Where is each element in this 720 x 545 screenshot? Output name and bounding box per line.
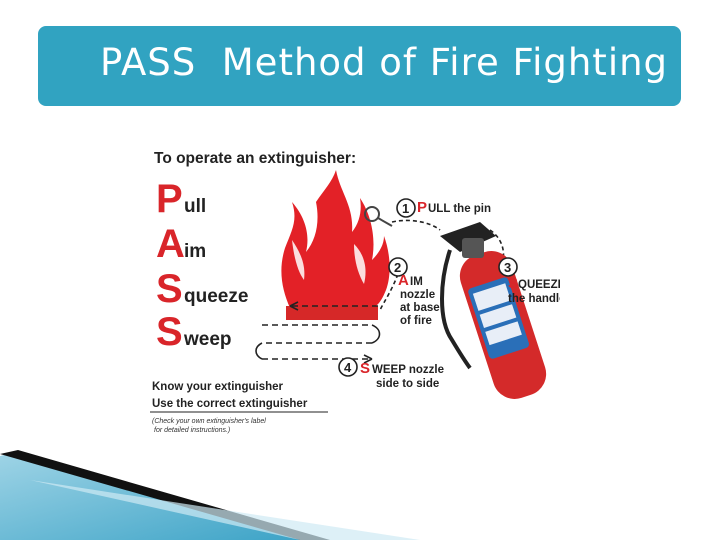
- callout-extra: nozzle: [400, 289, 435, 301]
- callout-letter: A: [398, 272, 409, 289]
- callout-number: 1: [402, 201, 409, 216]
- slide-title: PASS Method of Fire Fighting: [100, 41, 669, 84]
- callout-letter: P: [417, 199, 427, 216]
- step-sweep: S weep: [156, 310, 232, 354]
- pass-poster: To operate an extinguisher: P ull A im S…: [140, 140, 560, 440]
- step-rest: queeze: [184, 286, 248, 307]
- step-letter: S: [156, 267, 183, 311]
- step-squeeze: S queeze: [156, 267, 248, 311]
- callout-number: 3: [504, 260, 511, 275]
- corner-decoration: [0, 440, 720, 540]
- callout-aim: 2 A IM nozzle at base of fire: [388, 257, 440, 327]
- pass-poster-graphic: To operate an extinguisher: P ull A im S…: [150, 150, 560, 434]
- step-rest: im: [184, 241, 206, 262]
- callout-pull: 1 P ULL the pin: [396, 198, 491, 218]
- callout-text: IM: [410, 276, 423, 288]
- pin-ring-icon: [364, 206, 380, 222]
- step-letter: P: [156, 177, 183, 221]
- check-note: for detailed instructions.): [154, 427, 230, 434]
- title-bar: PASS Method of Fire Fighting: [38, 26, 681, 106]
- step-rest: ull: [184, 196, 206, 217]
- callout-sweep: 4 S WEEP nozzle side to side: [338, 357, 444, 390]
- callout-extra: at base: [400, 302, 440, 314]
- callout-text: WEEP nozzle: [372, 364, 444, 376]
- callout-text: ULL the pin: [428, 203, 491, 215]
- callout-extra: side to side: [376, 378, 439, 390]
- callout-letter: S: [508, 275, 518, 292]
- extinguisher-icon: [364, 206, 547, 399]
- step-letter: S: [156, 310, 183, 354]
- step-pull: P ull: [156, 177, 206, 221]
- callout-extra: the handle: [508, 293, 560, 305]
- use-text: Use the correct extinguisher: [152, 398, 308, 410]
- callout-number: 4: [344, 360, 352, 375]
- callout-squeeze: 3 S QUEEZE the handle: [498, 257, 560, 305]
- callout-extra: of fire: [400, 315, 432, 327]
- callout-number: 2: [394, 260, 401, 275]
- callout-letter: S: [360, 360, 370, 377]
- know-text: Know your extinguisher: [152, 381, 284, 393]
- step-aim: A im: [156, 222, 206, 266]
- callout-text: QUEEZE: [518, 279, 560, 291]
- poster-heading: To operate an extinguisher:: [154, 150, 356, 167]
- step-letter: A: [156, 222, 185, 266]
- check-note: (Check your own extinguisher's label: [152, 418, 266, 425]
- step-rest: weep: [183, 329, 232, 350]
- flame-icon: [281, 170, 390, 320]
